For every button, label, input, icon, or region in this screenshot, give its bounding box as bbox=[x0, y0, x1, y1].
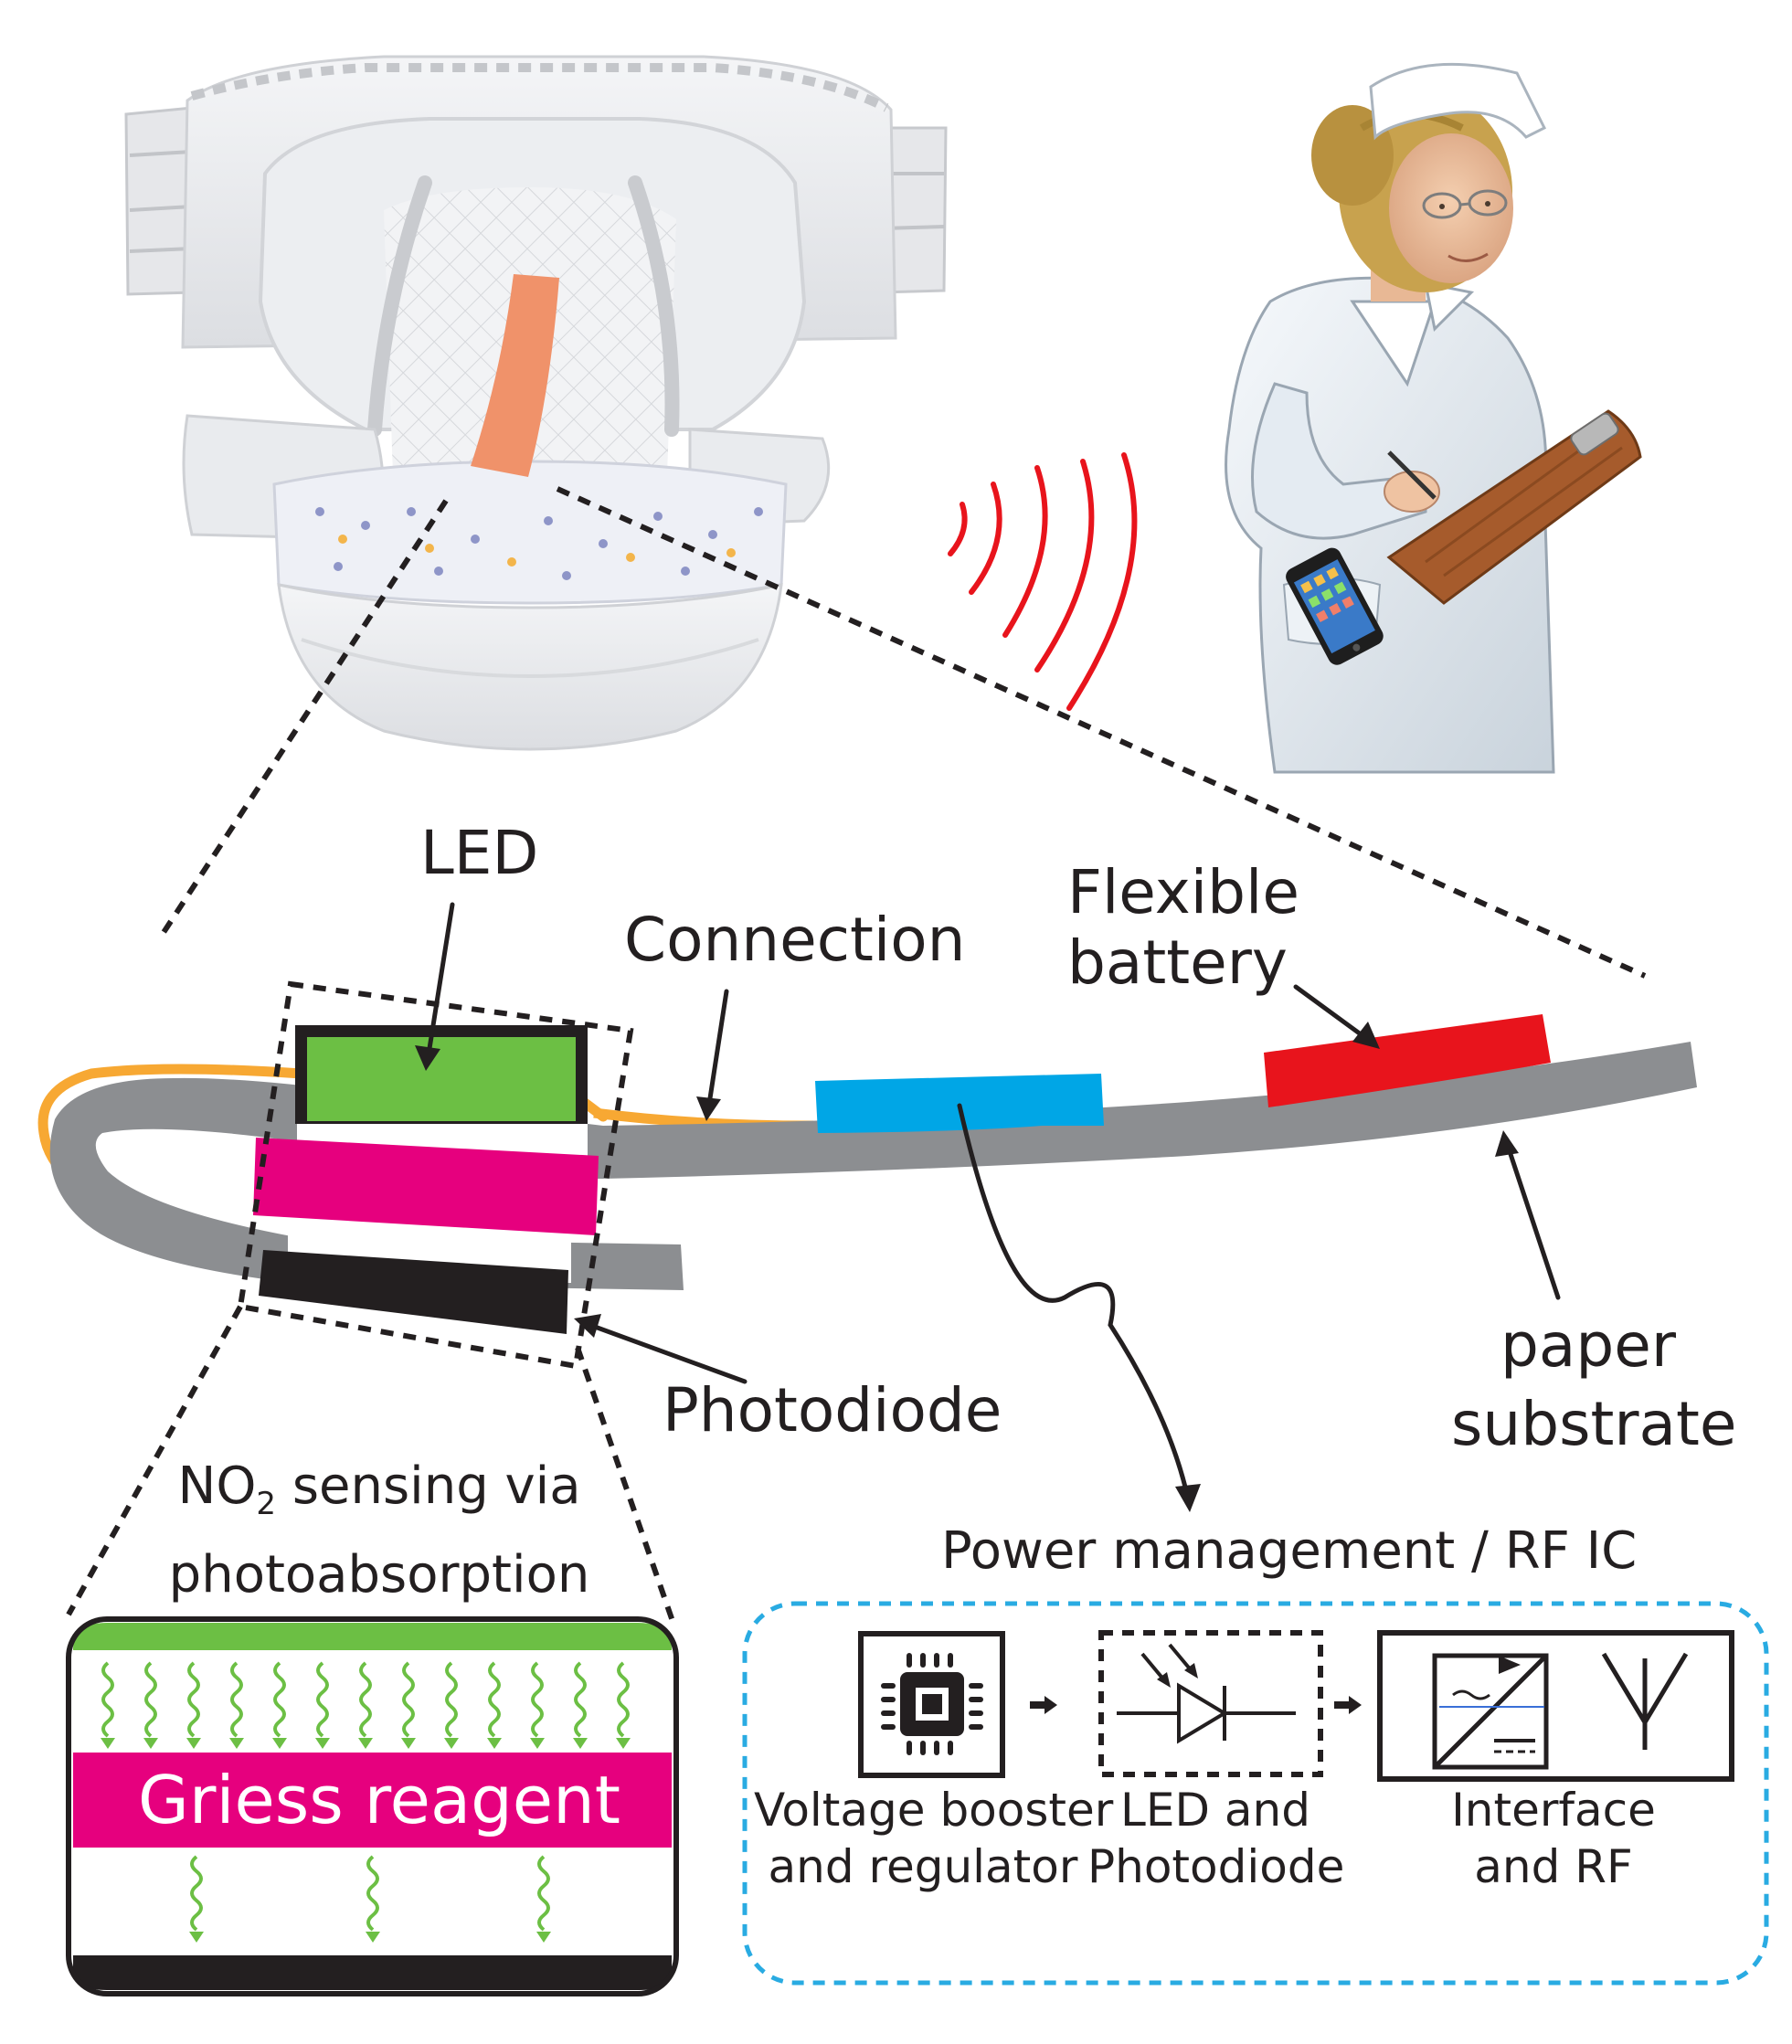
interface-rf-label-line1: Interface bbox=[1451, 1784, 1656, 1837]
paper-substrate-label-line2: substrate bbox=[1451, 1389, 1737, 1459]
flexible-battery-label-line1: Flexible bbox=[1067, 857, 1299, 927]
sensor-patch bbox=[471, 274, 559, 477]
no2-suffix: sensing via bbox=[276, 1456, 581, 1516]
flexible-battery-label-line2: battery bbox=[1067, 927, 1288, 998]
paper-substrate-label-line1: paper bbox=[1500, 1310, 1676, 1381]
power-management-label: Power management / RF IC bbox=[941, 1521, 1638, 1581]
arrow-heads bbox=[415, 1022, 1519, 1512]
reagent-layer bbox=[253, 1138, 599, 1235]
led-label: LED bbox=[420, 818, 539, 888]
led-photodiode-label-line1: LED and bbox=[1120, 1784, 1310, 1837]
smartphone-icon bbox=[1286, 547, 1384, 665]
photoabsorption-label: photoabsorption bbox=[168, 1545, 590, 1605]
stack-dashed-box bbox=[237, 980, 634, 1370]
no2-sensing-zoom bbox=[66, 1616, 679, 1996]
griess-reagent-label: Griess reagent bbox=[138, 1762, 620, 1838]
interface-rf-label-line2: and RF bbox=[1474, 1840, 1633, 1893]
led-photodiode-label-line2: Photodiode bbox=[1087, 1840, 1345, 1893]
led-photodiode-label: LED and Photodiode bbox=[1087, 1782, 1345, 1895]
chip-icon bbox=[881, 1653, 983, 1755]
paper-substrate-label: paper substrate bbox=[1451, 1307, 1737, 1464]
no2-sensing-label-line1: NO2 sensing via bbox=[160, 1451, 599, 1540]
antenna-icon bbox=[1601, 1652, 1689, 1750]
voltage-booster-label-line2: and regulator bbox=[768, 1840, 1078, 1893]
flexible-battery-block bbox=[1264, 1014, 1551, 1107]
voltage-booster-label-line1: Voltage booster bbox=[754, 1784, 1114, 1837]
rf-waves-icon bbox=[948, 452, 1138, 711]
photodiode-layer bbox=[259, 1250, 568, 1334]
no2-sensing-label: NO2 sensing via photoabsorption bbox=[160, 1451, 599, 1611]
flexible-battery-label: Flexible battery bbox=[1067, 857, 1299, 998]
sensor-strip bbox=[37, 980, 1698, 1370]
photodiode-label: Photodiode bbox=[663, 1375, 1002, 1446]
no2-prefix: NO bbox=[177, 1456, 257, 1516]
converter-icon bbox=[1432, 1653, 1549, 1770]
diaper-illustration bbox=[124, 55, 948, 751]
interface-rf-label: Interface and RF bbox=[1426, 1782, 1681, 1895]
nurse-illustration bbox=[1225, 62, 1642, 774]
voltage-booster-label: Voltage booster and regulator bbox=[754, 1782, 1114, 1895]
connection-label: Connection bbox=[624, 905, 966, 975]
zoom-lines bbox=[66, 486, 1647, 1625]
no2-subscript: 2 bbox=[256, 1486, 277, 1523]
power-management-box bbox=[742, 1601, 1769, 1986]
pointer-arrows bbox=[425, 902, 1561, 1501]
photodiode-led-icon bbox=[1117, 1643, 1296, 1744]
